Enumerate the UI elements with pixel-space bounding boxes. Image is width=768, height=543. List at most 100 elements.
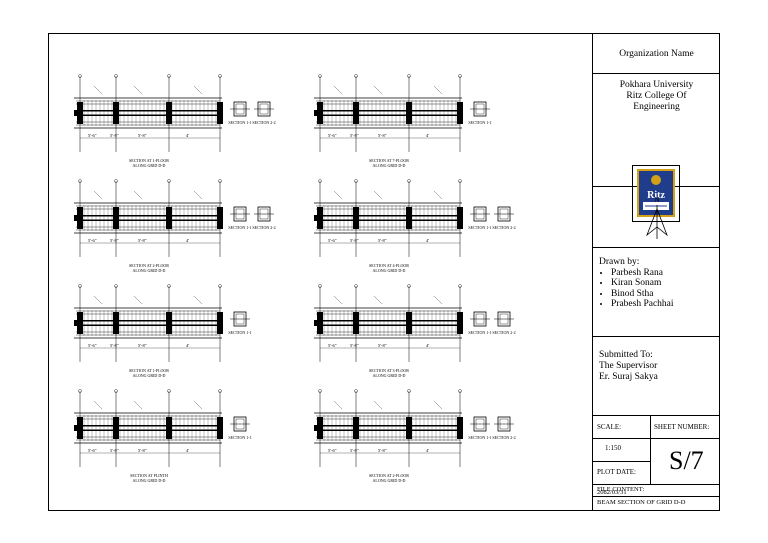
span-dimension: 4' [186,133,189,138]
logo-text: Ritz [647,190,665,201]
span-dimension: 5'-8" [110,448,119,453]
column-block [317,207,323,229]
grid-bubble [167,389,171,393]
beam-section-8: 5'-6"5'-8"5'-8"4'SECTION AT 2-FLOORALONG… [314,389,516,483]
column-block [77,102,83,124]
submitted-to-line: The Supervisor [599,361,658,371]
cross-section-label: SECTION 1-1 [228,120,251,125]
column-block [217,312,223,334]
section-title: SECTION AT 1-FLOOR [129,368,169,373]
drawn-by-name: Parbesh Rana [611,268,720,279]
span-dimension: 5'-8" [378,448,387,453]
span-dimension: 5'-8" [138,343,147,348]
beam-section-3: 5'-6"5'-8"5'-8"4'SECTION AT 2-FLOORALONG… [74,179,276,273]
grid-bubble [78,284,82,288]
span-dimension: 4' [186,448,189,453]
annotation-leader [373,85,383,95]
section-subtitle: ALONG GRID D-D [373,373,406,378]
sheet-info-grid: SCALE: SHEET NUMBER: 1:150 S/7 PLOT DATE… [593,416,720,510]
cross-section-label: SECTION 2-2 [492,225,515,230]
section-subtitle: ALONG GRID D-D [133,373,166,378]
column-block [217,207,223,229]
grid-bubble [407,284,411,288]
annotation-leader [333,190,343,200]
plot-date: 2082/03/31 [597,489,627,496]
column-block [406,207,412,229]
submitted-to-label: Submitted To: [599,350,653,360]
beam-section-7: 5'-6"5'-8"5'-8"4'SECTION AT PLINTHALONG … [74,389,252,483]
cross-section-label: SECTION 2-2 [492,435,515,440]
span-dimension: 5'-6" [88,133,97,138]
span-dimension: 5'-8" [138,133,147,138]
span-dimension: 5'-8" [350,343,359,348]
sheet-number-label: SHEET NUMBER: [654,423,710,431]
north-arrow-block: N [593,187,720,248]
section-title: SECTION AT PLINTH [130,473,168,478]
sheet-number: S/7 [669,446,704,475]
cross-section-label: SECTION 1-1 [228,435,251,440]
file-content: BEAM SECTION OF GRID D-D [597,499,686,506]
university-line-3: Engineering [633,102,680,112]
span-dimension: 5'-6" [328,133,337,138]
grid-bubble [318,179,322,183]
section-title: SECTION AT 7-FLOOR [369,158,409,163]
grid-bubble [458,74,462,78]
span-dimension: 5'-6" [88,448,97,453]
grid-bubble [114,179,118,183]
drawn-by-block: Drawn by: Parbesh Rana Kiran Sonam Binod… [593,248,720,337]
grid-bubble [167,284,171,288]
column-block [457,312,463,334]
span-dimension: 4' [426,238,429,243]
annotation-leader [93,190,103,200]
annotation-leader [333,295,343,305]
grid-bubble [218,179,222,183]
beam-section-5: 5'-6"5'-8"5'-8"4'SECTION AT 1-FLOORALONG… [74,284,252,378]
north-label: N [654,196,659,204]
cross-section-label: SECTION 1-1 [228,225,251,230]
annotation-leader [433,190,443,200]
section-subtitle: ALONG GRID D-D [133,478,166,483]
column-block [317,102,323,124]
grid-bubble [167,179,171,183]
span-dimension: 5'-6" [328,343,337,348]
column-block [166,312,172,334]
span-dimension: 5'-6" [328,448,337,453]
grid-bubble [78,389,82,393]
annotation-leader [193,85,203,95]
grid-bubble [354,179,358,183]
grid-bubble [458,179,462,183]
annotation-leader [433,400,443,410]
section-title: SECTION AT 4-FLOOR [369,263,409,268]
annotation-leader [333,400,343,410]
span-dimension: 5'-8" [350,448,359,453]
beam-section-6: 5'-6"5'-8"5'-8"4'SECTION AT 3-FLOORALONG… [314,284,516,378]
grid-bubble [167,74,171,78]
span-dimension: 4' [186,343,189,348]
column-block [317,312,323,334]
grid-bubble [407,179,411,183]
section-subtitle: ALONG GRID D-D [133,163,166,168]
annotation-leader [133,295,143,305]
drawn-by-label: Drawn by: [599,257,640,267]
span-dimension: 5'-8" [378,343,387,348]
grid-bubble [218,74,222,78]
grid-bubble [354,74,358,78]
scale-value: 1:150 [605,444,621,452]
section-subtitle: ALONG GRID D-D [373,478,406,483]
span-dimension: 5'-8" [110,343,119,348]
annotation-leader [433,85,443,95]
annotation-leader [93,400,103,410]
beam-section-1: 5'-6"5'-8"5'-8"4'SECTION AT 1-FLOORALONG… [74,74,276,168]
beam-section-drawings: 5'-6"5'-8"5'-8"4'SECTION AT 1-FLOORALONG… [74,74,516,483]
section-subtitle: ALONG GRID D-D [133,268,166,273]
annotation-leader [93,85,103,95]
annotation-leader [373,400,383,410]
grid-bubble [354,284,358,288]
grid-bubble [318,389,322,393]
grid-bubble [318,284,322,288]
section-title: SECTION AT 2-FLOOR [129,263,169,268]
column-block [77,312,83,334]
drawn-by-name: Kiran Sonam [611,278,720,289]
grid-bubble [318,74,322,78]
